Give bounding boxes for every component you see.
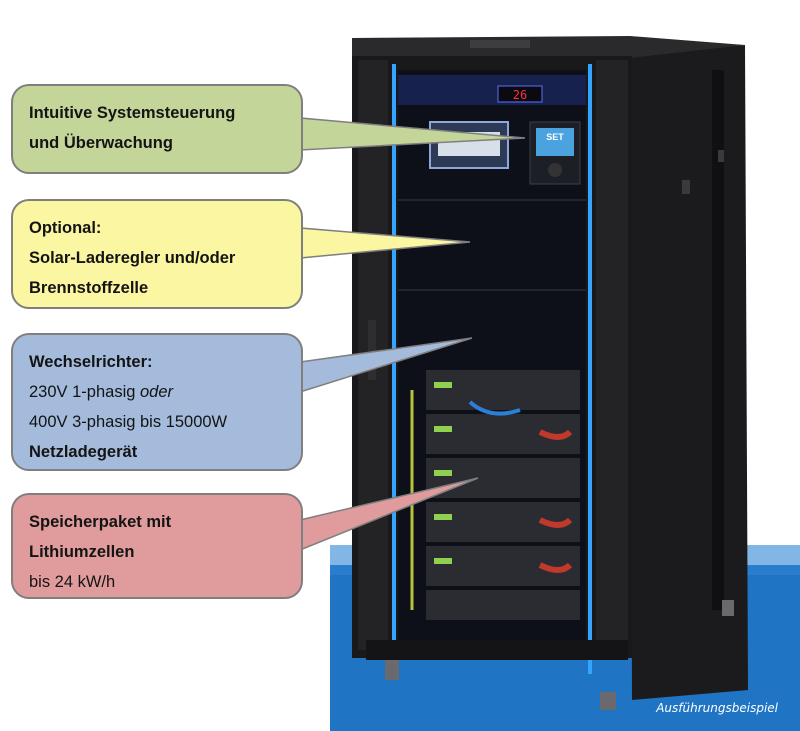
callout-inverter-title: Wechselrichter:: [29, 353, 153, 371]
led-strip-left: [392, 64, 396, 674]
callout-inverter-line2: 400V 3-phasig bis 15000W: [29, 413, 228, 431]
controller-screen: SET: [546, 132, 564, 142]
callout-system-control-line2: und Überwachung: [29, 134, 173, 152]
callout-inverter-line1-italic: oder: [140, 383, 174, 401]
battery-modules: [426, 370, 580, 620]
callout-inverter-line1-prefix: 230V 1-phasig: [29, 383, 140, 401]
pointer-optional: [299, 227, 471, 259]
cabinet-illustration: 26 SET: [330, 36, 800, 731]
callout-optional-line2: Solar-Laderegler und/oder: [29, 249, 236, 267]
pointer-storage: [299, 477, 479, 552]
callout-optional: Optional: Solar-Laderegler und/oder Bren…: [11, 199, 303, 309]
callout-storage: Speicherpaket mit Lithiumzellen bis 24 k…: [11, 493, 303, 599]
callout-optional-line1: Optional:: [29, 219, 102, 237]
led-strip-right: [588, 64, 592, 674]
callout-inverter: Wechselrichter: 230V 1-phasig oder 400V …: [11, 333, 303, 471]
pointer-inverter: [299, 337, 473, 394]
callout-system-control: Intuitive Systemsteuerung und Überwachun…: [11, 84, 303, 174]
callout-system-control-line1: Intuitive Systemsteuerung: [29, 104, 236, 122]
callout-optional-line3: Brennstoffzelle: [29, 279, 149, 297]
cabinet-photo: 26 SET: [330, 0, 800, 731]
pointer-control: [299, 117, 526, 151]
callout-storage-line3: bis 24 kW/h: [29, 573, 116, 591]
callout-storage-line2: Lithiumzellen: [29, 543, 135, 561]
photo-caption: Ausführungsbeispiel: [656, 701, 778, 715]
callout-inverter-line1: 230V 1-phasig oder: [29, 377, 285, 407]
temperature-display: 26: [513, 88, 527, 102]
callout-storage-line1: Speicherpaket mit: [29, 513, 172, 531]
cabinet-top: [352, 36, 745, 58]
callout-inverter-line3: Netzladegerät: [29, 443, 138, 461]
